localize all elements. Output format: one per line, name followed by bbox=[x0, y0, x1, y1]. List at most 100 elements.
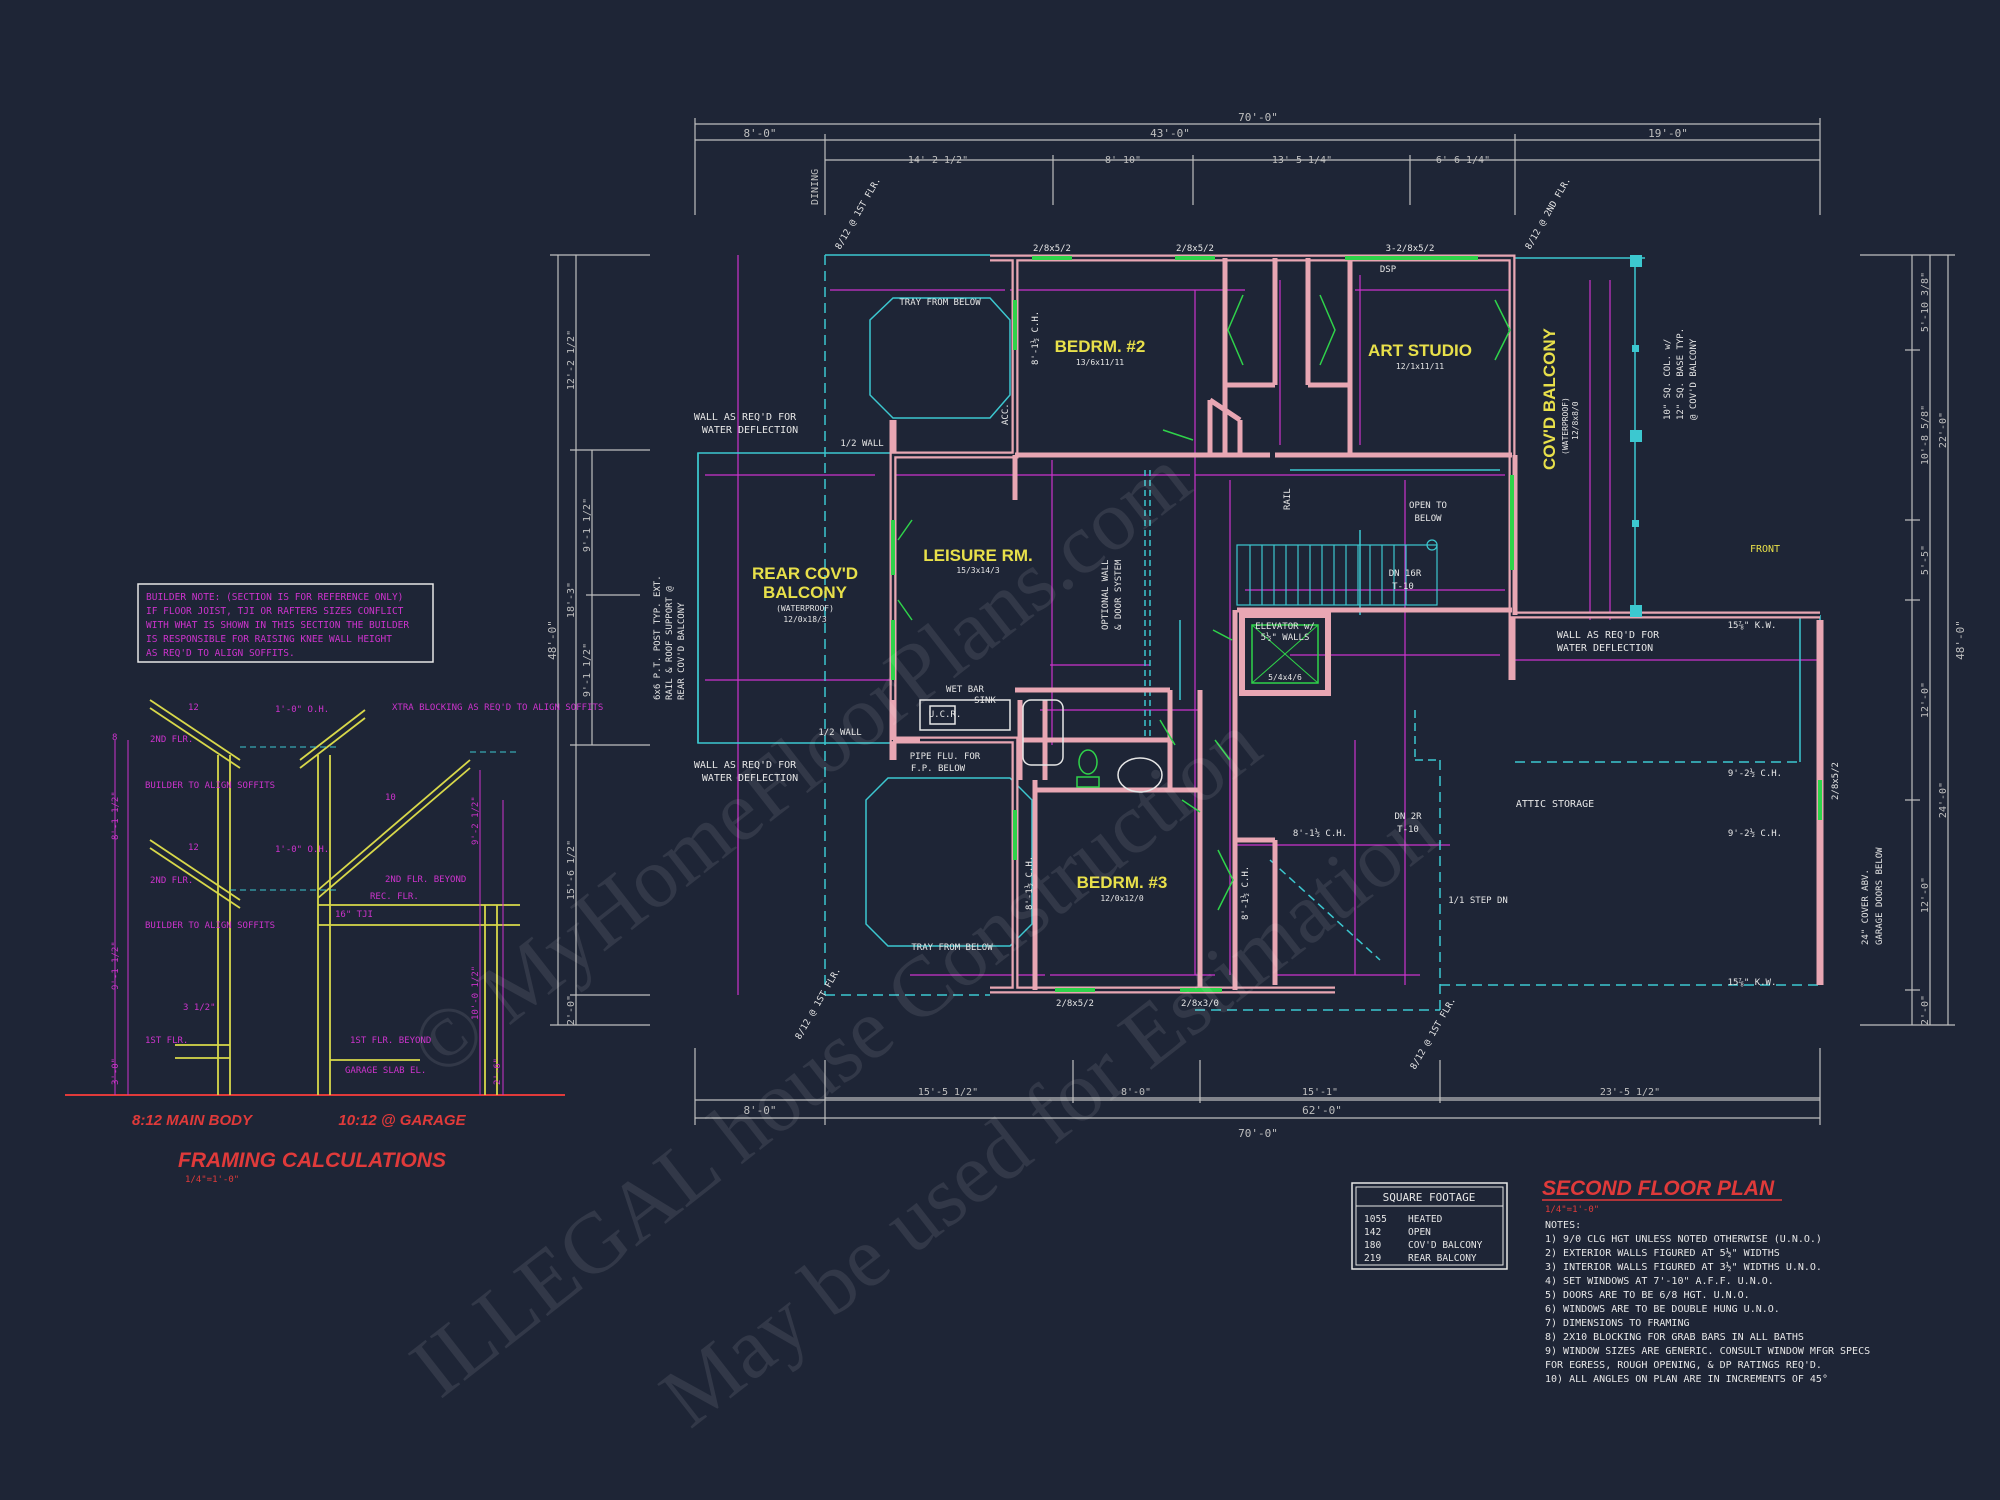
dim-right-mid-1: 22'-0" bbox=[1938, 412, 1949, 448]
dim-left-2: 18'-3" bbox=[566, 582, 577, 618]
dim-bottom-inner-1: 15'-5 1/2" bbox=[918, 1087, 978, 1098]
dim-right-3: 5'-5" bbox=[1920, 545, 1931, 575]
label-t10b: T-10 bbox=[1397, 825, 1419, 835]
dim-top-inner-2: 8'-10" bbox=[1105, 155, 1141, 166]
room-elevator-size: 5/4x4/6 bbox=[1268, 673, 1302, 682]
label-t10: T-10 bbox=[1392, 582, 1414, 592]
label-win-2: 2/8x5/2 bbox=[1176, 244, 1214, 254]
sqft-row-1-label: HEATED bbox=[1408, 1214, 1443, 1225]
dim-right-5: 12'-0" bbox=[1920, 877, 1931, 913]
framing-label-dim-1: 9'-1 1/2" bbox=[111, 941, 121, 990]
dim-right-4: 12'-0" bbox=[1920, 682, 1931, 718]
framing-label-2nd-flr-b: 2ND FLR. bbox=[150, 876, 193, 886]
dim-bottom-seg-1: 8'-0" bbox=[743, 1104, 776, 1117]
note-1: 1) 9/0 CLG HGT UNLESS NOTED OTHERWISE (U… bbox=[1545, 1234, 1822, 1245]
label-ch-6: 8'-1½ C.H. bbox=[1240, 866, 1251, 920]
note-5: 5) DOORS ARE TO BE 6/8 HGT. U.N.O. bbox=[1545, 1290, 1750, 1301]
notes-list: 1) 9/0 CLG HGT UNLESS NOTED OTHERWISE (U… bbox=[1545, 1234, 1870, 1385]
label-win-3: 3-2/8x5/2 bbox=[1386, 244, 1435, 254]
room-bedrm3-size: 12/0x12/0 bbox=[1100, 894, 1144, 903]
note-8: 8) 2X10 BLOCKING FOR GRAB BARS IN ALL BA… bbox=[1545, 1332, 1804, 1343]
framing-label-dim-7: 3 1/2" bbox=[183, 1003, 216, 1013]
dim-top-inner-1: 14'-2 1/2" bbox=[908, 155, 968, 166]
framing-label-tji: 16" TJI bbox=[335, 910, 373, 920]
framing-label-dim-6: 2'-6" bbox=[493, 1058, 503, 1085]
note-2: 2) EXTERIOR WALLS FIGURED AT 5½" WIDTHS bbox=[1545, 1247, 1780, 1259]
label-post-3: REAR COV'D BALCONY bbox=[677, 602, 687, 700]
room-elevator-line2: 5½" WALLS bbox=[1261, 632, 1310, 643]
label-ch-3: 9'-2½ C.H. bbox=[1728, 828, 1782, 839]
room-covd-balcony-size: 12/8x8/0 bbox=[1571, 401, 1580, 440]
room-attic-storage: ATTIC STORAGE bbox=[1516, 799, 1594, 810]
dim-bottom-seg-2: 62'-0" bbox=[1302, 1104, 1342, 1117]
label-sink: SINK bbox=[974, 696, 996, 706]
windows bbox=[891, 256, 1822, 992]
label-front: FRONT bbox=[1750, 544, 1780, 555]
room-bedrm2-name: BEDRM. #2 bbox=[1055, 337, 1146, 356]
label-optional-wall: OPTIONAL WALL bbox=[1101, 560, 1111, 630]
label-rail: RAIL bbox=[1283, 488, 1293, 510]
framing-label-pitch-2: 8 bbox=[112, 733, 117, 743]
builder-note-line-4: IS RESPONSIBLE FOR RAISING KNEE WALL HEI… bbox=[146, 634, 392, 645]
label-dsp: DSP bbox=[1380, 265, 1397, 275]
room-rear-balcony-size: 12/0x18/3 bbox=[783, 615, 827, 624]
framing-garage: 10:12 @ GARAGE bbox=[338, 1112, 466, 1129]
label-wall-reqd-2: WALL AS REQ'D FOR bbox=[694, 760, 797, 771]
framing-label-pitch-4: 10 bbox=[385, 793, 396, 803]
stair-treads bbox=[1236, 539, 1438, 606]
framing-label-dim-3: 10'-0 1/2" bbox=[471, 966, 481, 1020]
label-pipe-flu: PIPE FLU. FOR bbox=[910, 752, 981, 762]
room-art-studio-size: 12/1x11/11 bbox=[1396, 362, 1444, 371]
left-dimensions bbox=[550, 254, 650, 1026]
label-win-5: 2/8x3/0 bbox=[1181, 999, 1219, 1009]
elevator-shaft bbox=[1239, 612, 1331, 696]
framing-title: FRAMING CALCULATIONS bbox=[178, 1149, 446, 1172]
dim-left-4: 2'-0" bbox=[566, 995, 577, 1025]
dim-bottom-inner-3: 15'-1" bbox=[1302, 1087, 1338, 1098]
framing-label-xtra: XTRA BLOCKING AS REQ'D TO ALIGN SOFFITS bbox=[392, 703, 603, 713]
door-swings bbox=[897, 294, 1511, 911]
sqft-row-4-label: REAR BALCONY bbox=[1408, 1253, 1477, 1264]
dim-bottom-overall: 70'-0" bbox=[1238, 1127, 1278, 1140]
dim-left-overall: 48'-0" bbox=[546, 620, 559, 660]
dim-dining: DINING bbox=[810, 169, 821, 205]
framing-label-pitch-1: 12 bbox=[188, 703, 199, 713]
label-knee-wall-2: 15⅞" K.W. bbox=[1728, 978, 1777, 988]
dim-right-mid-2: 24'-0" bbox=[1938, 782, 1949, 818]
label-wall-reqd-1: WALL AS REQ'D FOR bbox=[694, 412, 797, 423]
room-art-studio-name: ART STUDIO bbox=[1368, 341, 1472, 360]
dim-right-6: 2'-0" bbox=[1920, 995, 1931, 1025]
framing-scale: 1/4"=1'-0" bbox=[185, 1175, 239, 1185]
plan-scale: 1/4"=1'-0" bbox=[1545, 1205, 1599, 1215]
note-4: 4) SET WINDOWS AT 7'-10" A.F.F. U.N.O. bbox=[1545, 1276, 1774, 1287]
label-water-deflection-2: WATER DEFLECTION bbox=[702, 773, 798, 784]
framing-label-rec-flr: REC. FLR. bbox=[370, 892, 419, 902]
label-dn-2r: DN 2R bbox=[1394, 812, 1422, 822]
column-markers bbox=[1630, 255, 1642, 617]
framing-label-dim-5: 3'-0" bbox=[111, 1058, 121, 1085]
sqft-row-3-value: 180 bbox=[1364, 1240, 1381, 1251]
framing-main-body: 8:12 MAIN BODY bbox=[132, 1112, 254, 1129]
framing-label-2nd-beyond: 2ND FLR. BEYOND bbox=[385, 875, 466, 885]
label-wet-bar: WET BAR bbox=[946, 685, 985, 695]
label-win-1: 2/8x5/2 bbox=[1033, 244, 1071, 254]
builder-note: BUILDER NOTE: (SECTION IS FOR REFERENCE … bbox=[137, 583, 434, 663]
note-3: 3) INTERIOR WALLS FIGURED AT 3½" WIDTHS … bbox=[1545, 1261, 1822, 1273]
label-door-system: & DOOR SYSTEM bbox=[1114, 559, 1124, 630]
note-9b: FOR EGRESS, ROUGH OPENING, & DP RATINGS … bbox=[1545, 1360, 1822, 1371]
magenta-dim-lines bbox=[705, 255, 1820, 995]
sqft-row-1-value: 1055 bbox=[1364, 1214, 1387, 1225]
bath-fixtures bbox=[919, 699, 1163, 793]
bottom-dimensions bbox=[694, 1048, 1821, 1125]
label-win-4: 2/8x5/2 bbox=[1056, 999, 1094, 1009]
sqft-row-3-label: COV'D BALCONY bbox=[1408, 1240, 1483, 1251]
note-10: 10) ALL ANGLES ON PLAN ARE IN INCREMENTS… bbox=[1545, 1374, 1828, 1385]
framing-section bbox=[65, 699, 565, 1096]
builder-note-line-5: AS REQ'D TO ALIGN SOFFITS. bbox=[146, 648, 295, 659]
room-covd-balcony-note: (WATERPROOF) bbox=[1561, 397, 1570, 455]
label-ch-2: 9'-2½ C.H. bbox=[1728, 768, 1782, 779]
plan-title: SECOND FLOOR PLAN bbox=[1542, 1177, 1775, 1200]
sqft-row-2-label: OPEN bbox=[1408, 1227, 1431, 1238]
room-rear-balcony-name1: REAR COV'D bbox=[752, 564, 858, 583]
